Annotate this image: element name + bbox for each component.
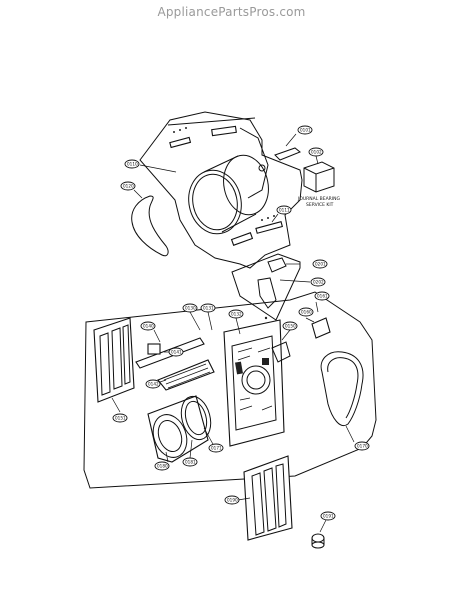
callout-0190: 0190	[224, 495, 251, 505]
motor-assembly	[231, 253, 301, 321]
callout-0142: 0142	[145, 379, 167, 389]
svg-text:0161: 0161	[317, 294, 328, 299]
drive-bracket	[271, 341, 291, 363]
filter-housing	[147, 395, 209, 463]
svg-text:0181: 0181	[185, 460, 196, 465]
svg-text:0130: 0130	[185, 306, 196, 311]
lower-cabinet-outline	[83, 291, 377, 489]
callout-0110: 0110	[124, 159, 177, 173]
callout-0141: 0141	[164, 347, 184, 357]
svg-text:0180: 0180	[157, 464, 168, 469]
svg-text:0140: 0140	[143, 324, 154, 329]
svg-text:0101: 0101	[300, 128, 311, 133]
svg-text:0190: 0190	[227, 498, 238, 503]
svg-text:0111: 0111	[279, 208, 290, 213]
callout-0140: 0140	[140, 321, 161, 343]
callout-0171: 0171	[203, 427, 224, 453]
svg-text:0191: 0191	[323, 514, 334, 519]
callout-0161: 0161	[314, 291, 330, 313]
callout-0201: 0201	[286, 259, 328, 269]
svg-text:0141: 0141	[171, 350, 182, 355]
svg-text:0170: 0170	[357, 444, 368, 449]
watermark: AppliancePartsPros.com	[157, 5, 306, 19]
callout-0170: 0170	[345, 425, 370, 451]
sensor-plate	[311, 317, 331, 339]
callout-0111: 0111	[271, 205, 292, 223]
svg-text:0202: 0202	[313, 280, 324, 285]
callout-0150: 0150	[281, 321, 298, 341]
callout-0180: 0180	[154, 451, 170, 471]
svg-text:0171: 0171	[211, 446, 222, 451]
callout-0120: 0120	[120, 181, 143, 199]
drum-assembly	[139, 111, 303, 269]
callout-0151: 0151	[111, 397, 128, 423]
drive-belt	[131, 195, 169, 257]
front-frame	[223, 319, 285, 447]
callout-0181: 0181	[182, 439, 198, 467]
callout-0160: 0160	[298, 307, 315, 323]
terminal-block	[147, 343, 161, 355]
kit-label-line2: SERVICE KIT	[306, 202, 334, 208]
journal-bearing-kit: JOURNAL BEARING SERVICE KIT	[297, 161, 341, 208]
svg-text:0110: 0110	[127, 162, 138, 167]
left-side-panel	[93, 317, 135, 403]
callout-0132: 0132	[228, 309, 244, 335]
callout-0202: 0202	[279, 277, 326, 287]
svg-text:0132: 0132	[231, 312, 242, 317]
callout-0102: 0102	[308, 147, 324, 165]
svg-text:0102: 0102	[311, 150, 322, 155]
leveling-foot	[311, 533, 325, 549]
drum-front-ring	[180, 395, 212, 441]
callout-0131: 0131	[200, 303, 216, 331]
callout-0191: 0191	[319, 511, 336, 533]
svg-text:0131: 0131	[203, 306, 214, 311]
svg-text:0120: 0120	[123, 184, 134, 189]
callout-0101: 0101	[285, 125, 313, 147]
heater-bracket	[157, 359, 215, 391]
callout-0130: 0130	[182, 303, 201, 331]
door-seal	[320, 351, 364, 426]
bottom-front-panel	[243, 455, 293, 541]
svg-text:0150: 0150	[285, 324, 296, 329]
svg-text:0151: 0151	[115, 416, 126, 421]
svg-text:0201: 0201	[315, 262, 326, 267]
svg-text:0160: 0160	[301, 310, 312, 315]
heater-coil	[163, 363, 211, 389]
kit-label-line1: JOURNAL BEARING	[297, 196, 341, 202]
svg-text:0142: 0142	[148, 382, 159, 387]
